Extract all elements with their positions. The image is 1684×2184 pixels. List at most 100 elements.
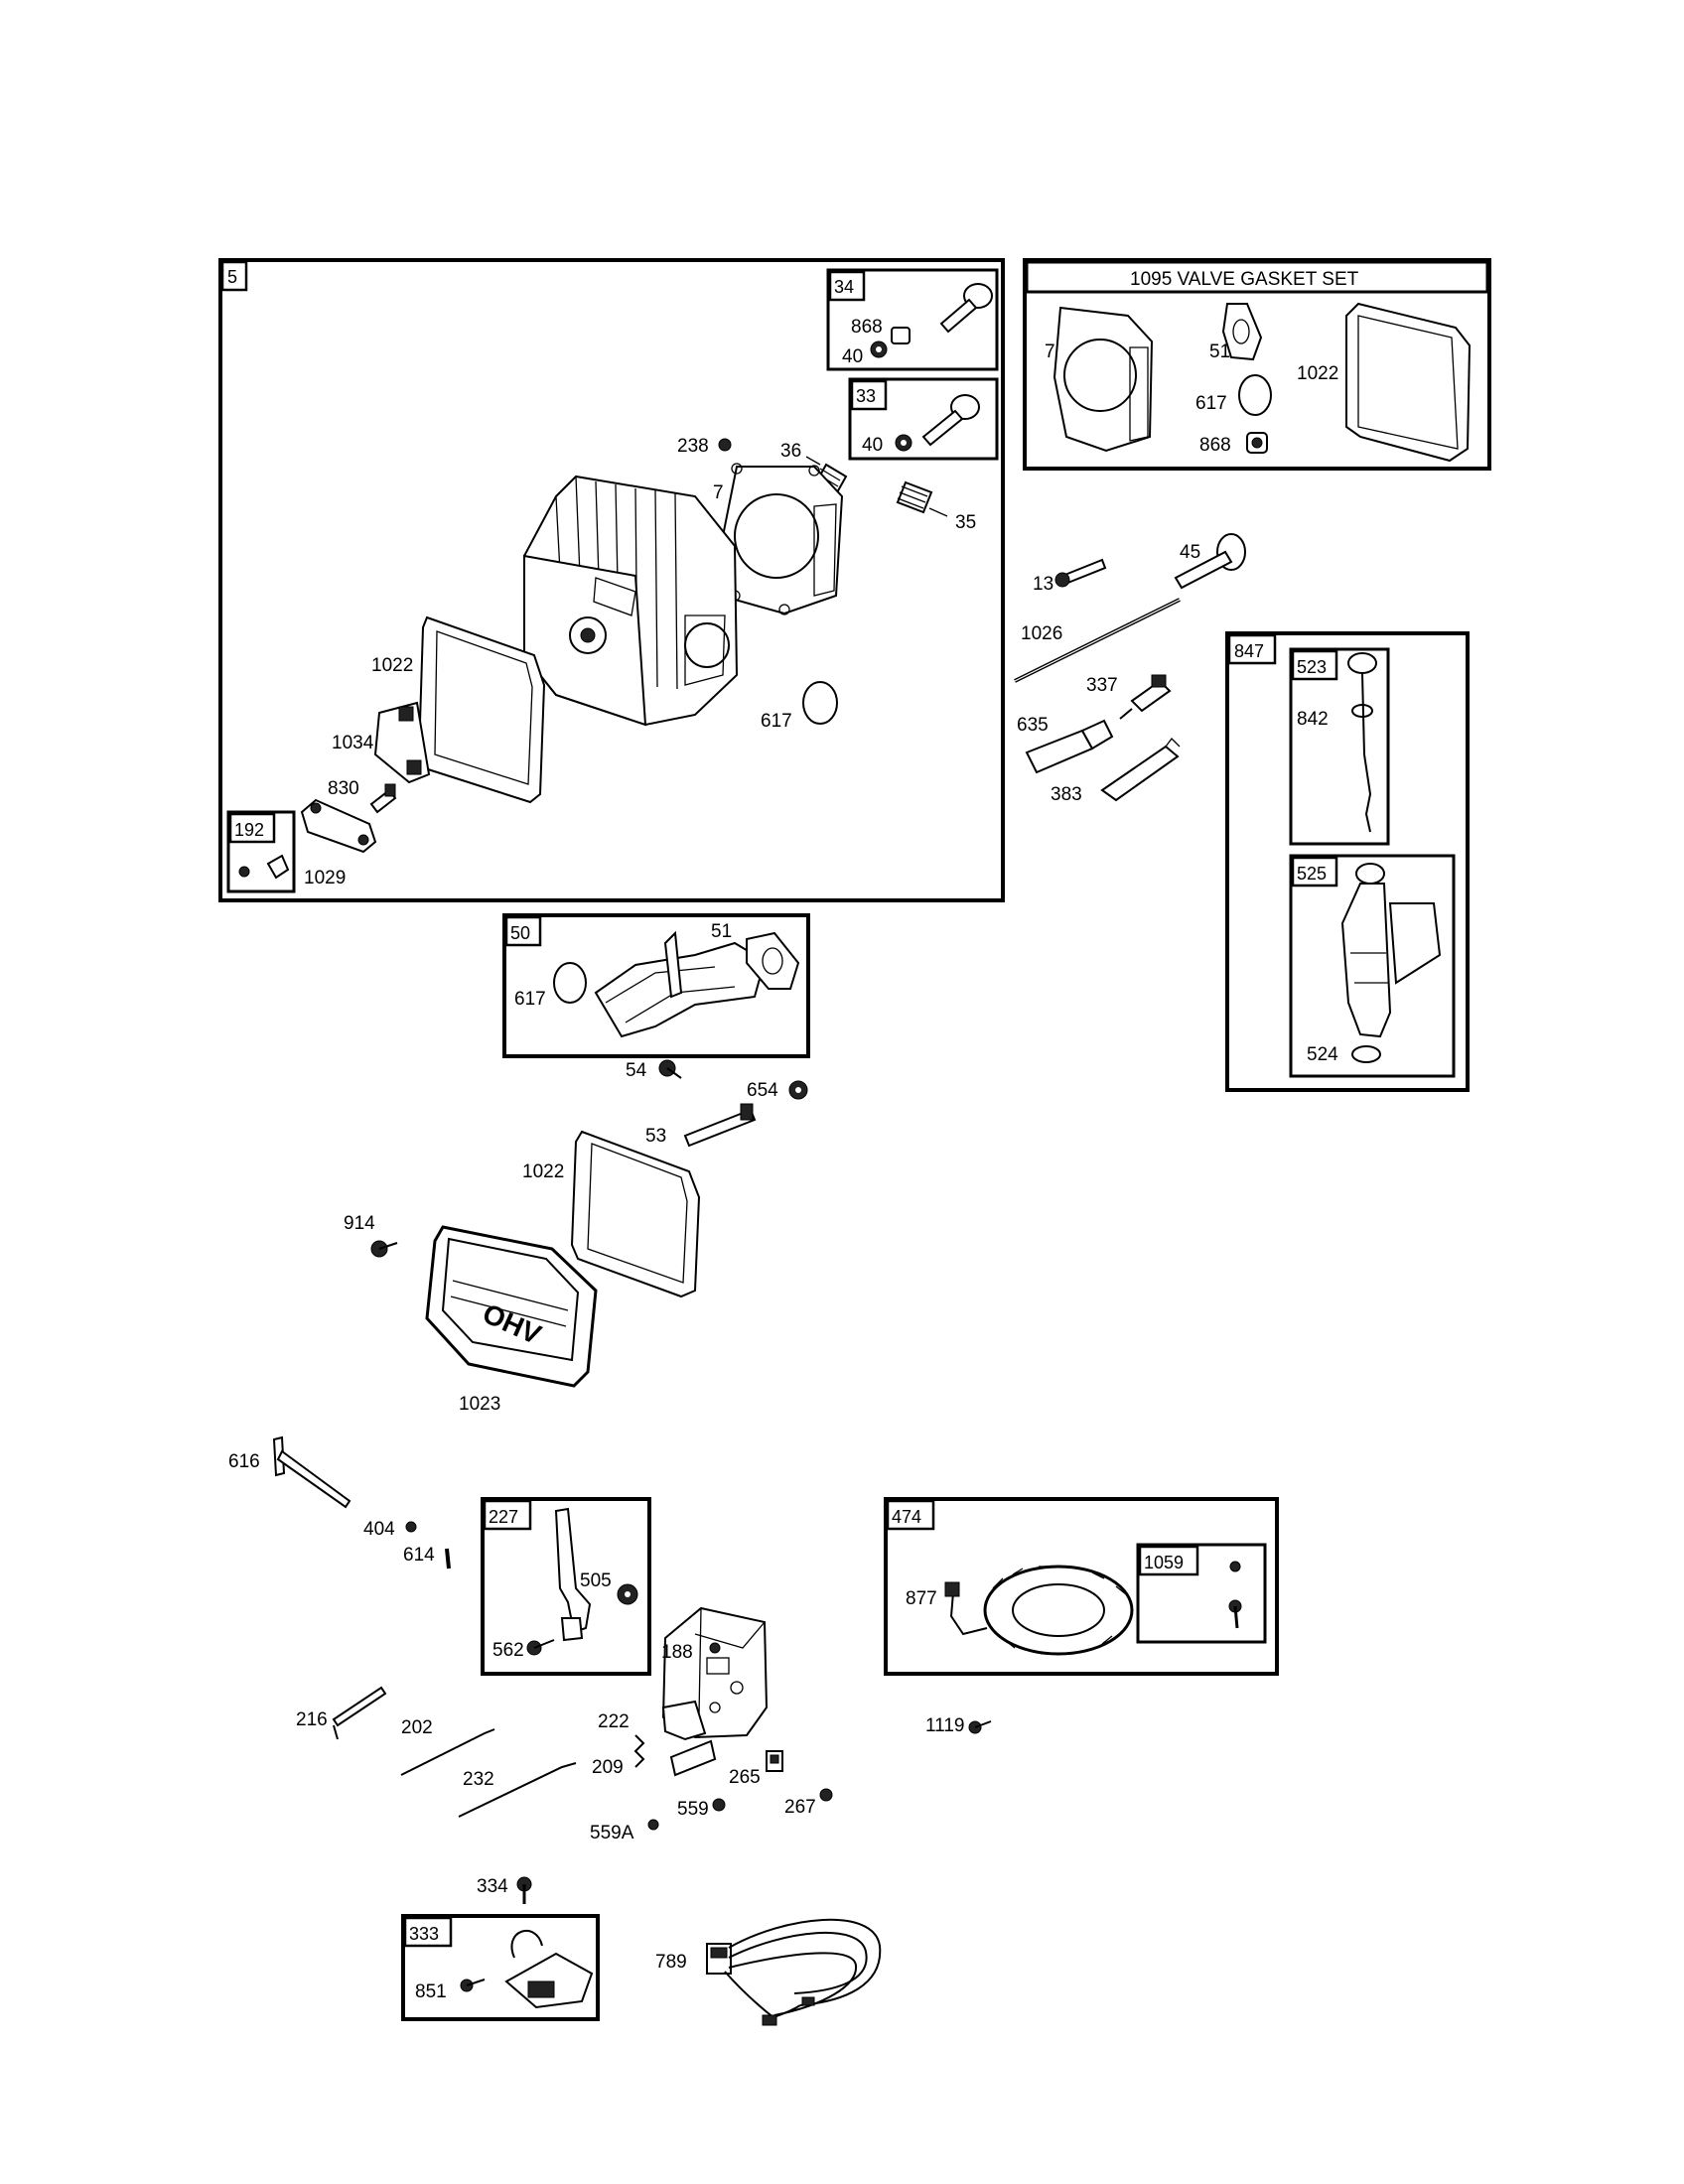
screw-334 — [516, 1876, 532, 1904]
governor-linkage-group: 616 404 614 227 505 562 — [228, 1435, 833, 1843]
screw-562 — [526, 1639, 555, 1656]
box-192-number: 192 — [234, 820, 264, 840]
rod-232 — [458, 1762, 577, 1818]
clip-265 — [766, 1750, 783, 1772]
label-404: 404 — [363, 1519, 395, 1540]
dipstick-tube-525 — [1340, 863, 1442, 1038]
label-53: 53 — [645, 1126, 666, 1147]
label-35: 35 — [955, 512, 976, 533]
label-45: 45 — [1180, 542, 1200, 563]
push-rod-1026 — [1014, 598, 1181, 683]
label-51-b: 51 — [711, 921, 732, 942]
part-192-screw — [238, 854, 290, 880]
gasket-51-a — [1221, 303, 1263, 361]
washer-404 — [405, 1521, 417, 1533]
label-842: 842 — [1297, 709, 1329, 730]
label-1023: 1023 — [459, 1394, 500, 1415]
nut-505 — [617, 1583, 638, 1605]
box-1095-valve-gasket-set: 1095 VALVE GASKET SET 7 51 617 868 1022 — [1023, 258, 1491, 471]
cover-gasket-1022-a — [417, 615, 546, 804]
label-54: 54 — [626, 1060, 647, 1081]
loose-parts-manifold: 54 654 53 — [626, 1059, 808, 1148]
box-333-ignition-armature: 334 333 851 — [401, 1876, 600, 2021]
screw-559 — [712, 1798, 726, 1812]
gasket-1022-b — [1345, 302, 1472, 463]
label-868-a: 868 — [851, 317, 883, 338]
label-209: 209 — [592, 1757, 624, 1778]
label-614: 614 — [403, 1545, 435, 1566]
label-1022-a: 1022 — [371, 655, 413, 676]
valve-seal-868-b — [1246, 432, 1268, 454]
box-847-dipstick: 847 523 842 525 524 — [1225, 631, 1470, 1092]
label-40-b: 40 — [862, 435, 883, 456]
label-222: 222 — [598, 1711, 630, 1732]
label-7-b: 7 — [1045, 341, 1055, 362]
label-505: 505 — [580, 1570, 612, 1591]
bracket-1029 — [300, 798, 377, 854]
box-227-number: 227 — [489, 1507, 518, 1527]
label-337: 337 — [1086, 675, 1118, 696]
rod-202 — [400, 1728, 495, 1776]
label-789: 789 — [655, 1952, 687, 1973]
loose-parts-middle: 13 45 1026 337 635 383 — [1014, 533, 1246, 805]
label-877: 877 — [906, 1588, 937, 1609]
screw-54 — [658, 1059, 682, 1079]
label-868-b: 868 — [1199, 435, 1231, 456]
o-ring-617-a — [802, 681, 838, 725]
pin-614 — [445, 1548, 451, 1570]
governor-lever-227 — [554, 1507, 592, 1642]
gasket-51-b — [746, 931, 800, 990]
box-847-number: 847 — [1234, 641, 1264, 661]
valve-cover-group: 1022 OHV 1023 914 — [344, 1130, 701, 1415]
intake-manifold-body — [594, 930, 767, 1038]
choke-link-222 — [661, 1700, 717, 1777]
label-1022-b: 1022 — [1297, 363, 1338, 384]
label-914: 914 — [344, 1213, 375, 1234]
breather-plate-1034 — [373, 701, 431, 784]
label-617-b: 617 — [1195, 393, 1227, 414]
box-474-alternator: 474 877 1059 — [884, 1497, 1279, 1676]
spark-boot-383 — [1100, 738, 1181, 802]
label-559a: 559A — [590, 1823, 634, 1843]
label-1034: 1034 — [332, 733, 374, 753]
label-616: 616 — [228, 1451, 260, 1472]
box-5-cylinder-head: 5 34 868 40 33 40 238 — [218, 258, 1005, 902]
label-7-a: 7 — [713, 482, 724, 503]
label-1029: 1029 — [304, 868, 346, 888]
label-202: 202 — [401, 1717, 433, 1738]
alternator-stator — [944, 1565, 1134, 1656]
label-265: 265 — [729, 1767, 761, 1788]
cylinder-head-body — [523, 475, 739, 727]
stud-53 — [683, 1103, 757, 1148]
screw-914 — [370, 1240, 398, 1258]
link-216 — [332, 1686, 387, 1727]
box-333-number: 333 — [409, 1924, 439, 1944]
label-334: 334 — [477, 1876, 508, 1897]
box-50-number: 50 — [510, 923, 530, 943]
box-50-intake-manifold: 50 617 51 — [502, 913, 810, 1058]
box-474-number: 474 — [892, 1507, 921, 1527]
screw-13 — [1054, 558, 1107, 588]
box-523-number: 523 — [1297, 657, 1327, 677]
o-ring-617-c — [553, 962, 587, 1004]
label-1026: 1026 — [1021, 623, 1062, 644]
label-617-c: 617 — [514, 989, 546, 1010]
label-51-a: 51 — [1209, 341, 1230, 362]
dipstick-523 — [1347, 652, 1377, 833]
spark-plug-337 — [1119, 674, 1172, 720]
screw-188 — [709, 1642, 721, 1654]
box-5-number: 5 — [227, 267, 237, 287]
head-gasket-7 — [721, 463, 844, 615]
label-635: 635 — [1017, 715, 1049, 736]
screw-830 — [369, 783, 397, 814]
screw-559a — [647, 1819, 659, 1831]
wire-harness-789 — [706, 1918, 882, 2026]
sleeve-635 — [1025, 719, 1114, 774]
intake-valve-33 — [895, 394, 980, 452]
label-13: 13 — [1033, 574, 1053, 595]
link-216-end — [333, 1724, 339, 1740]
valve-spring-35 — [896, 480, 948, 517]
box-33-number: 33 — [856, 386, 876, 406]
label-654: 654 — [747, 1080, 778, 1101]
label-238: 238 — [677, 436, 709, 457]
